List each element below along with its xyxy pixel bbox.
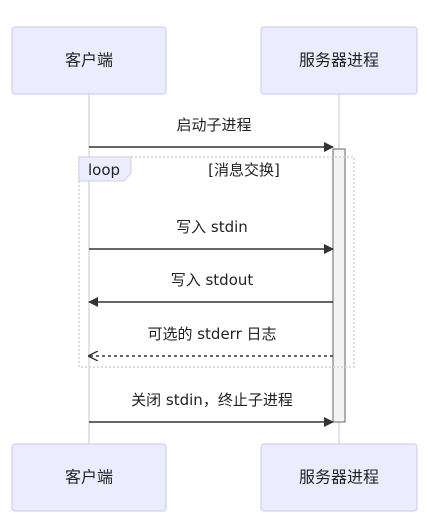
message-start-process: 启动子进程 [89, 116, 334, 152]
actor-server-label-bottom: 服务器进程 [299, 468, 379, 487]
message-label: 可选的 stderr 日志 [147, 325, 276, 343]
message-label: 写入 stdout [171, 271, 254, 289]
message-label: 关闭 stdin，终止子进程 [131, 391, 293, 409]
message-stderr-log: 可选的 stderr 日志 [89, 325, 333, 356]
loop-condition: [消息交换] [208, 161, 280, 179]
actor-server-label: 服务器进程 [299, 51, 379, 70]
server-activation-bar [332, 148, 346, 423]
actor-server-top: 服务器进程 [260, 26, 418, 95]
actor-server-bottom: 服务器进程 [260, 443, 418, 512]
loop-label-tab [78, 156, 132, 182]
message-write-stdout: 写入 stdout [88, 271, 333, 307]
loop-frame: loop [消息交换] [78, 156, 355, 368]
message-label: 启动子进程 [176, 116, 251, 134]
actor-client-label: 客户端 [65, 51, 113, 70]
message-label: 写入 stdin [176, 218, 248, 236]
message-close-stdin: 关闭 stdin，终止子进程 [89, 391, 334, 427]
actor-client-bottom: 客户端 [11, 443, 167, 512]
actor-client-top: 客户端 [11, 26, 167, 95]
actor-client-label-bottom: 客户端 [65, 468, 113, 487]
loop-keyword: loop [88, 161, 120, 179]
message-write-stdin: 写入 stdin [89, 218, 334, 254]
